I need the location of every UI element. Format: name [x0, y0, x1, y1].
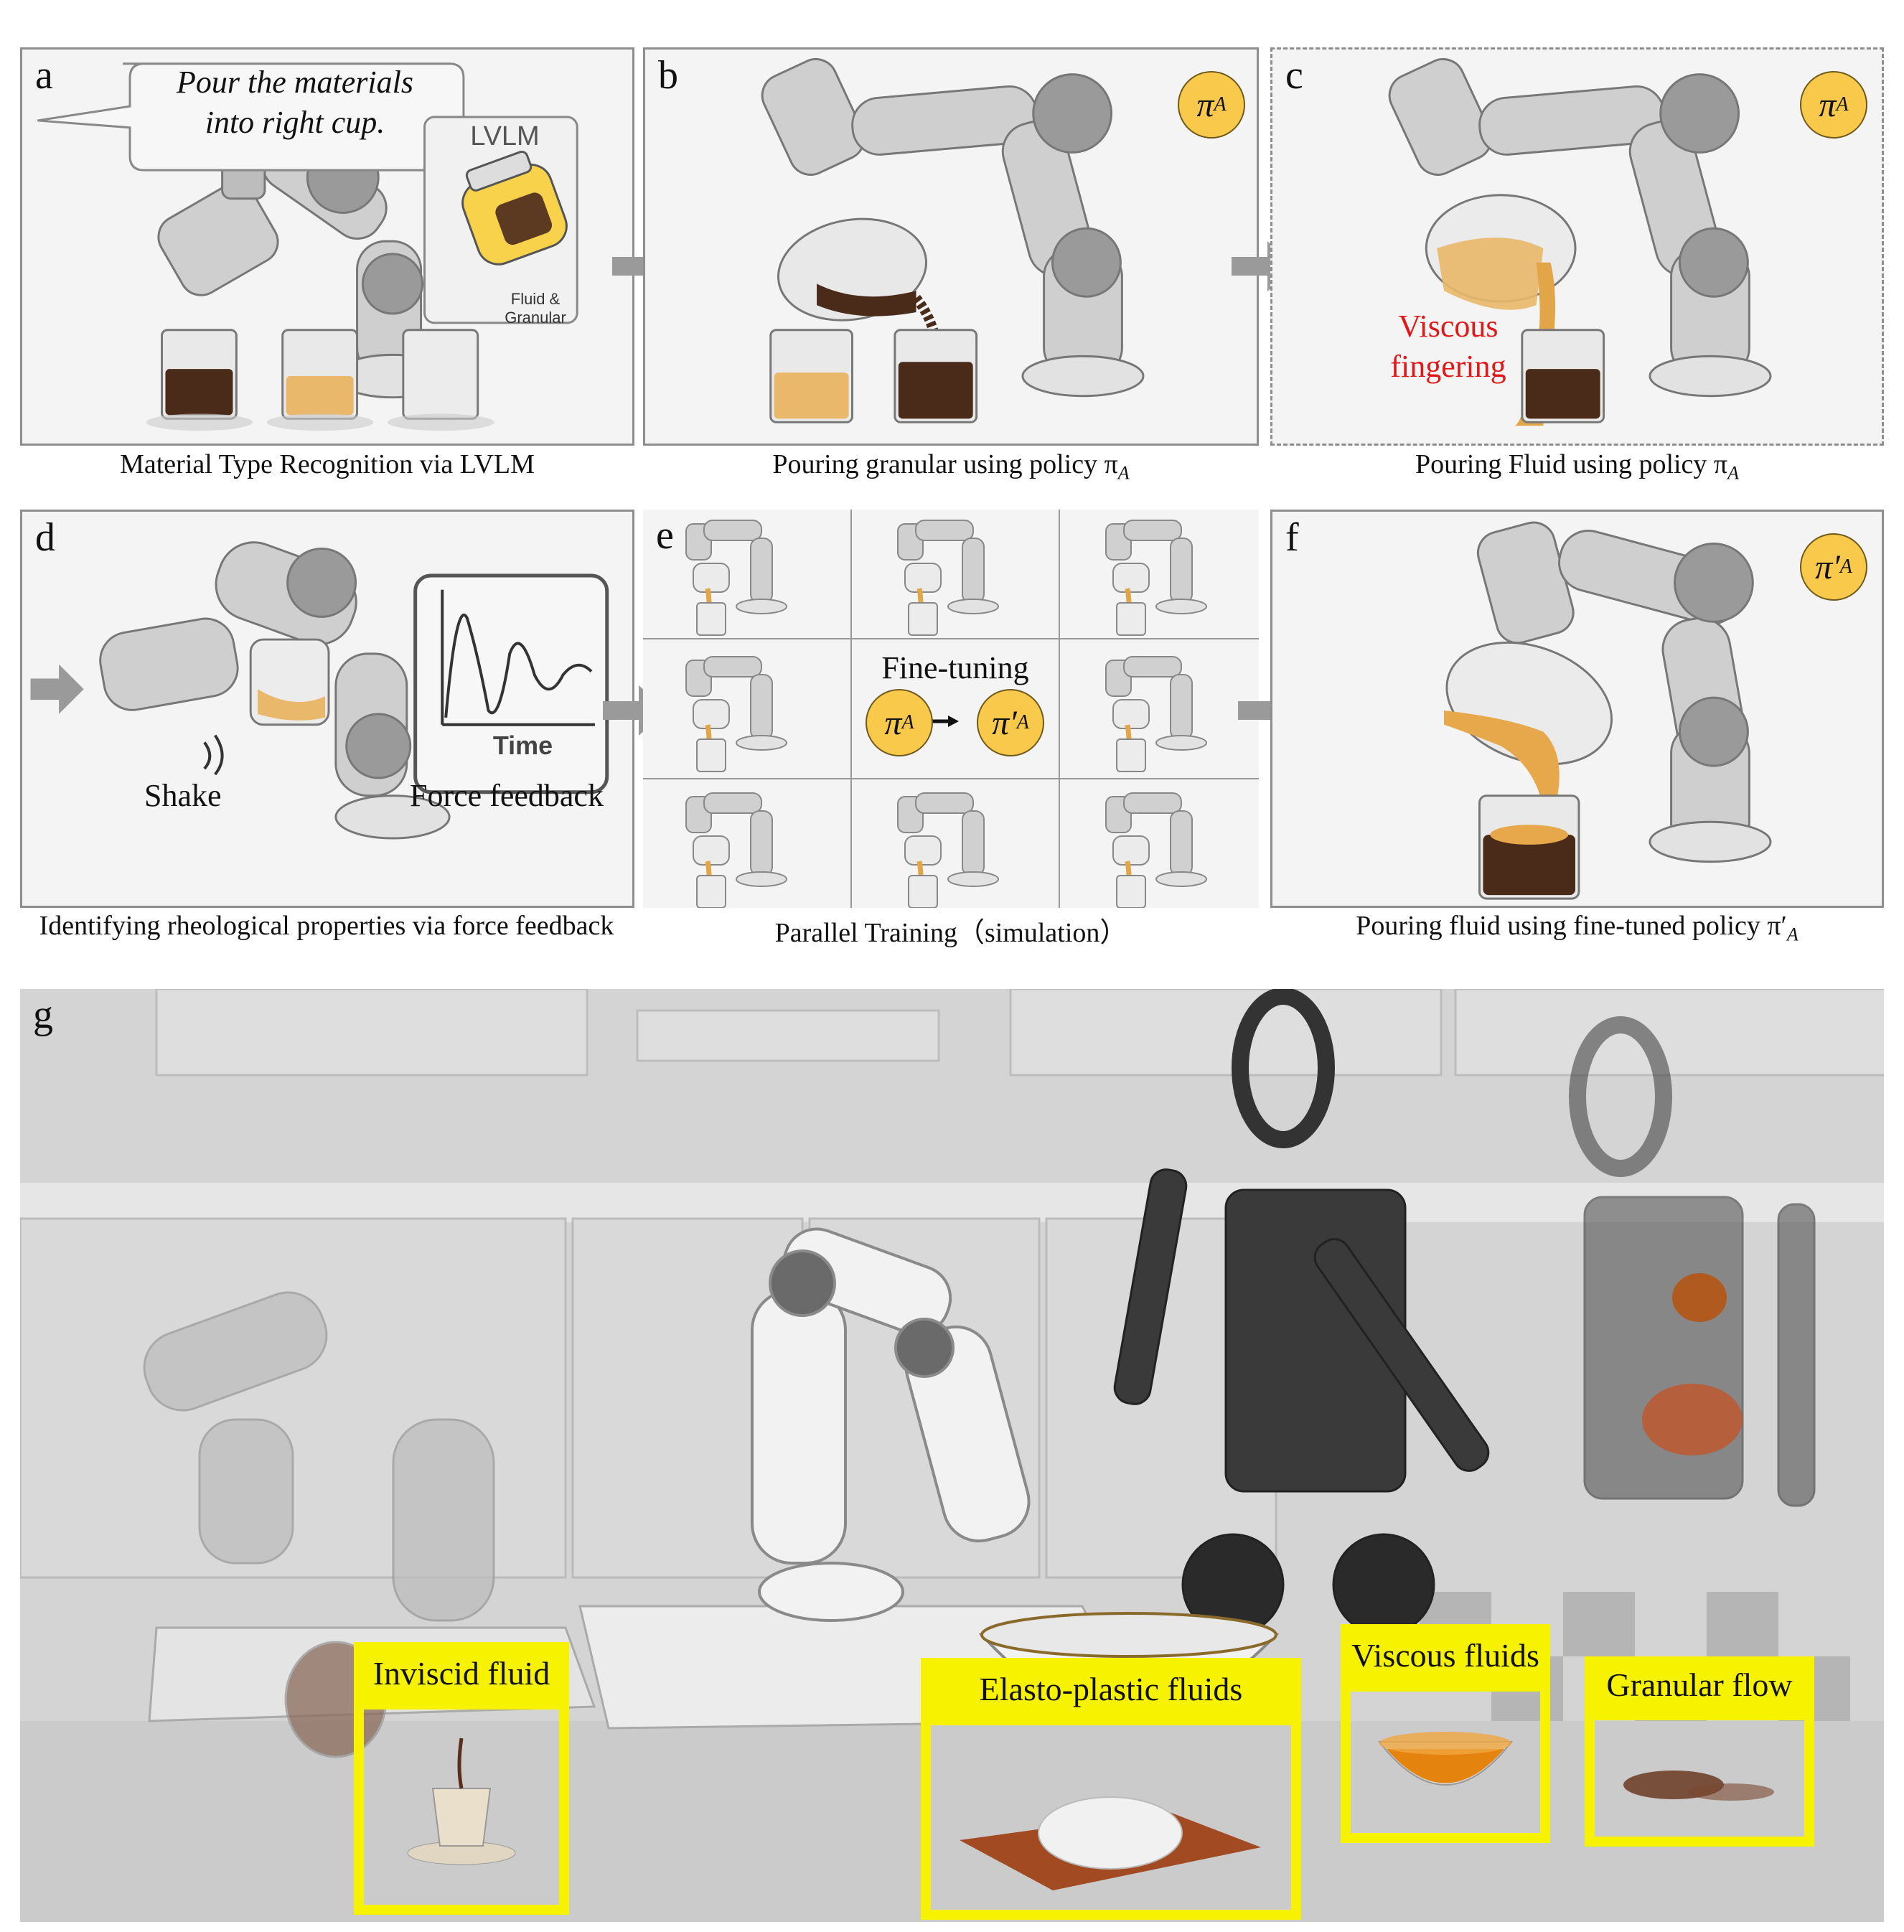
- panel-letter-a: a: [35, 53, 53, 98]
- caption-c-text: Pouring Fluid using policy π: [1415, 449, 1728, 479]
- teacup-icon: [407, 1738, 516, 1865]
- lvlm-subtitle: Fluid & Granular: [505, 290, 566, 327]
- policy-badge-e-to-sub: A: [1016, 711, 1029, 733]
- caption-f-text: Pouring fluid using fine-tuned policy π′: [1356, 911, 1787, 941]
- caption-a: Material Type Recognition via LVLM: [120, 449, 535, 479]
- policy-badge-f-sub: A: [1839, 555, 1852, 578]
- caption-c-sub: A: [1727, 462, 1739, 484]
- caption-b: Pouring granular using policy πA: [643, 449, 1259, 484]
- parallel-training-grid: [643, 510, 1259, 908]
- panel-letter-c: c: [1285, 53, 1303, 98]
- finetune-label: Fine-tuning: [881, 650, 1029, 685]
- panel-letter-g: g: [33, 993, 53, 1037]
- robot-pouring-granular-illustration: [761, 58, 1145, 423]
- policy-badge-e-to-pi: π′: [992, 703, 1017, 742]
- time-axis-label: Time: [492, 731, 553, 760]
- shake-label: Shake: [144, 778, 222, 813]
- label-granular-flow: Granular flow: [1585, 1656, 1814, 1714]
- policy-badge-c-sub: A: [1836, 93, 1849, 116]
- policy-badge-b-pi: π: [1196, 85, 1214, 124]
- honey-bowl-icon: [1377, 1732, 1514, 1786]
- panel-letter-f: f: [1285, 515, 1299, 560]
- label-inviscid-fluid: Inviscid fluid: [354, 1642, 569, 1705]
- caption-b-sub: A: [1117, 462, 1130, 484]
- caption-d: Identifying rheological properties via f…: [39, 911, 614, 941]
- policy-badge-e-from-sub: A: [901, 711, 914, 733]
- panel-letter-d: d: [35, 515, 55, 560]
- policy-badge-b-sub: A: [1214, 93, 1227, 116]
- caption-b-text: Pouring granular using policy π: [772, 449, 1118, 479]
- highlight-box-inviscid: [354, 1699, 569, 1915]
- policy-badge-c-pi: π: [1819, 85, 1837, 124]
- panel-d: d Time Shake Force feedback: [20, 510, 634, 908]
- caption-f-sub: A: [1786, 924, 1799, 945]
- viscous-fingering-annotation: Viscous fingering: [1366, 306, 1531, 387]
- lvlm-title: LVLM: [470, 121, 540, 151]
- highlight-box-viscous: [1341, 1682, 1550, 1843]
- caption-e: Parallel Training（simulation）: [774, 918, 1127, 948]
- caption-c: Pouring Fluid using policy πA: [1270, 449, 1884, 484]
- panel-letter-b: b: [658, 53, 678, 98]
- annotation-line-1: Viscous: [1398, 309, 1499, 344]
- granular-pile-icon: [1623, 1771, 1774, 1801]
- panel-g: g Inviscid fluid Elasto-plastic fluids V…: [20, 989, 1884, 1922]
- label-viscous-fluids: Viscous fluids: [1341, 1624, 1550, 1687]
- panel-a: a Pour the materials into right cup. LVL…: [20, 47, 634, 446]
- fine-tuned-pouring-illustration: [1444, 521, 1772, 900]
- speech-bubble-text: Pour the materials into right cup.: [177, 65, 413, 140]
- policy-badge-e-from-pi: π: [884, 703, 902, 742]
- policy-badge-e-to: π′A: [977, 689, 1044, 756]
- force-feedback-label: Force feedback: [410, 778, 604, 813]
- robot-pouring-fluid-illustration: [1388, 58, 1772, 426]
- force-feedback-illustration: [30, 541, 609, 840]
- panel-f: f π′A: [1270, 510, 1884, 908]
- label-elasto-plastic: Elasto-plastic fluids: [921, 1658, 1301, 1721]
- policy-badge-f: π′A: [1800, 533, 1867, 601]
- highlight-box-granular: [1585, 1710, 1814, 1847]
- robot-arm-illustration-a: [37, 62, 578, 431]
- caption-f: Pouring fluid using fine-tuned policy π′…: [1270, 910, 1884, 946]
- annotation-line-2: fingering: [1390, 349, 1506, 384]
- dough-board-icon: [960, 1796, 1261, 1890]
- highlight-box-elasto-plastic: [921, 1715, 1301, 1920]
- panel-letter-e: e: [656, 513, 674, 558]
- policy-badge-f-pi: π′: [1815, 548, 1840, 586]
